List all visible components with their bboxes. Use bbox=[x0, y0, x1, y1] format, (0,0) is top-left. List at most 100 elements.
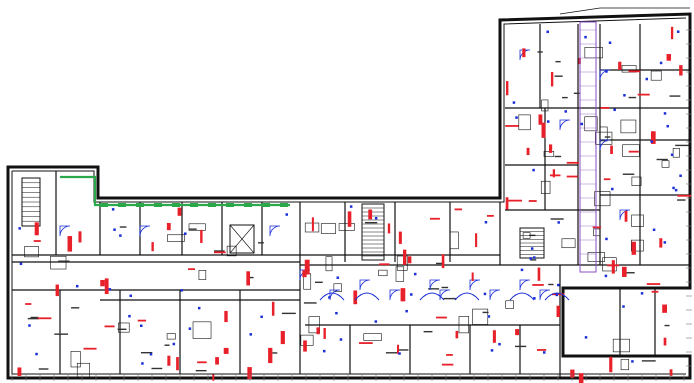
green-fixtures bbox=[60, 175, 290, 207]
equipment-box bbox=[541, 99, 549, 112]
data-jack bbox=[650, 140, 653, 143]
data-jack bbox=[542, 351, 546, 354]
equipment-box bbox=[320, 223, 336, 234]
equipment-box bbox=[198, 270, 207, 280]
electrical-circuit bbox=[454, 208, 463, 211]
annotation-text-block bbox=[548, 283, 554, 286]
data-jack bbox=[515, 116, 518, 119]
equipment-box bbox=[543, 151, 555, 157]
equipment-box bbox=[363, 333, 382, 341]
data-jack bbox=[611, 187, 614, 191]
exterior-wall-inner-line bbox=[12, 17, 687, 203]
electrical-panel bbox=[610, 145, 613, 155]
electrical-panel bbox=[471, 272, 474, 281]
data-jack bbox=[604, 274, 608, 278]
data-jack bbox=[374, 320, 378, 323]
light-fixture bbox=[208, 203, 216, 207]
data-jack bbox=[557, 221, 560, 224]
annotation-text-block bbox=[423, 330, 433, 333]
electrical-circuit bbox=[83, 347, 97, 350]
equipment-box bbox=[50, 255, 67, 270]
equipment-box bbox=[540, 180, 551, 194]
light-fixture bbox=[172, 203, 180, 207]
equipment-box bbox=[167, 234, 185, 242]
data-jack bbox=[197, 306, 201, 310]
equipment-box bbox=[622, 144, 640, 157]
electrical-panel bbox=[212, 374, 215, 381]
data-jack bbox=[484, 220, 488, 224]
light-fixture bbox=[262, 203, 270, 207]
annotation-text-block bbox=[573, 92, 581, 95]
annotation-text-block bbox=[441, 286, 449, 289]
equipment-box bbox=[458, 316, 470, 334]
data-jack bbox=[335, 311, 338, 315]
electrical-circuit bbox=[33, 240, 41, 242]
building-walls bbox=[6, 7, 692, 380]
electrical-panel bbox=[246, 271, 251, 286]
data-jack bbox=[141, 362, 144, 365]
annotation-text-block bbox=[482, 311, 489, 314]
electrical-panel bbox=[151, 242, 154, 252]
electrical-panel bbox=[651, 131, 656, 144]
equipment-box bbox=[620, 119, 637, 134]
equipment-box bbox=[226, 245, 237, 257]
stairwells bbox=[21, 177, 545, 261]
electrical-panel bbox=[17, 367, 22, 376]
data-symbols bbox=[18, 30, 682, 365]
equipment-box bbox=[333, 283, 342, 292]
annotation-text-block bbox=[164, 344, 170, 346]
electrical-panel bbox=[167, 355, 171, 366]
electrical-panel bbox=[670, 26, 674, 40]
data-jack bbox=[663, 112, 667, 115]
electrical-circuit bbox=[600, 107, 610, 109]
light-fixture bbox=[154, 203, 162, 207]
annotation-text-block bbox=[214, 250, 225, 252]
annotation-text-block bbox=[140, 351, 153, 354]
electrical-circuit bbox=[677, 194, 692, 197]
data-jack bbox=[564, 110, 567, 113]
electrical-panel bbox=[311, 217, 314, 232]
data-jack bbox=[520, 268, 524, 272]
electrical-circuit bbox=[37, 317, 52, 320]
equipment-box bbox=[395, 266, 405, 282]
electrical-circuit bbox=[379, 263, 390, 266]
data-jack bbox=[128, 314, 131, 318]
annotation-text-block bbox=[628, 96, 637, 99]
column-grid bbox=[11, 29, 692, 381]
electrical-panel bbox=[271, 301, 275, 316]
annotation-text-block bbox=[54, 333, 69, 335]
data-jack bbox=[666, 124, 669, 128]
data-jack bbox=[676, 30, 680, 33]
electrical-panel bbox=[400, 288, 406, 302]
equipment-box bbox=[584, 116, 598, 132]
data-jack bbox=[28, 324, 31, 327]
data-jack bbox=[530, 247, 534, 250]
equipment-box bbox=[166, 333, 176, 340]
data-jack bbox=[652, 228, 656, 232]
equipment-box bbox=[561, 238, 576, 249]
equipment-box bbox=[472, 308, 489, 325]
door-swing bbox=[539, 289, 551, 301]
elevator-shaft bbox=[229, 224, 255, 254]
annotation-text-block bbox=[622, 272, 635, 274]
data-jack bbox=[374, 216, 378, 220]
data-jack bbox=[490, 349, 494, 352]
electrical-panel bbox=[475, 233, 478, 248]
electrical-panel bbox=[34, 222, 39, 236]
vertical-riser bbox=[579, 21, 597, 273]
data-jack bbox=[613, 108, 616, 112]
vertical-riser bbox=[579, 21, 597, 273]
data-jack bbox=[180, 289, 183, 292]
annotation-text-block bbox=[314, 281, 323, 284]
equipment-box bbox=[378, 269, 388, 277]
electrical-panel bbox=[662, 304, 667, 313]
equipment-box bbox=[117, 322, 130, 333]
roof-edge bbox=[559, 7, 690, 15]
door-swing bbox=[389, 289, 401, 301]
data-jack bbox=[483, 292, 487, 296]
light-fixture-run bbox=[60, 175, 290, 207]
annotation-text-block bbox=[364, 221, 378, 224]
equipment-box bbox=[300, 334, 314, 346]
equipment-box bbox=[308, 316, 320, 334]
